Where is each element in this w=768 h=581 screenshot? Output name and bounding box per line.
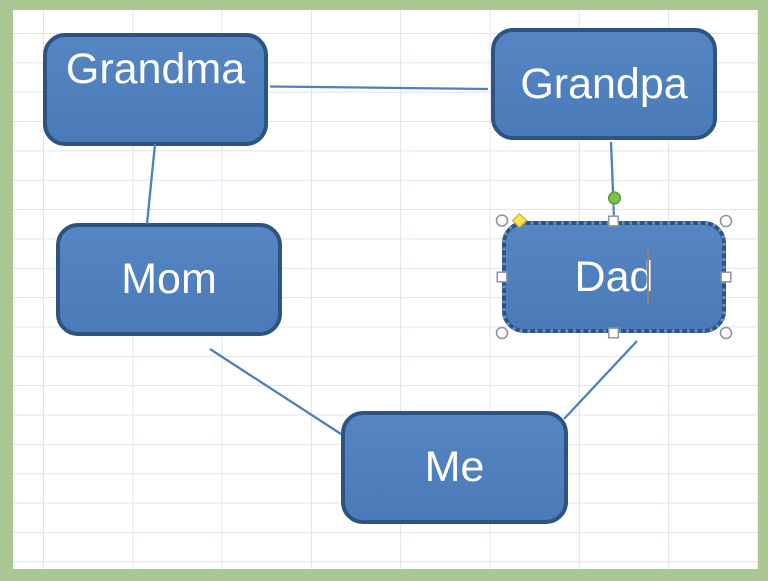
node-me[interactable]: Me bbox=[341, 411, 568, 524]
node-mom-label: Mom bbox=[121, 255, 217, 303]
node-dad-label: Dad bbox=[574, 252, 654, 301]
node-me-label: Me bbox=[424, 443, 485, 491]
node-dad[interactable]: Dad bbox=[502, 221, 726, 333]
node-grandpa-label: Grandpa bbox=[520, 59, 688, 108]
node-mom[interactable]: Mom bbox=[56, 223, 282, 336]
node-grandma[interactable]: Grandma bbox=[43, 33, 268, 146]
node-grandpa[interactable]: Grandpa bbox=[491, 28, 717, 140]
node-grandma-label: Grandma bbox=[65, 45, 246, 93]
